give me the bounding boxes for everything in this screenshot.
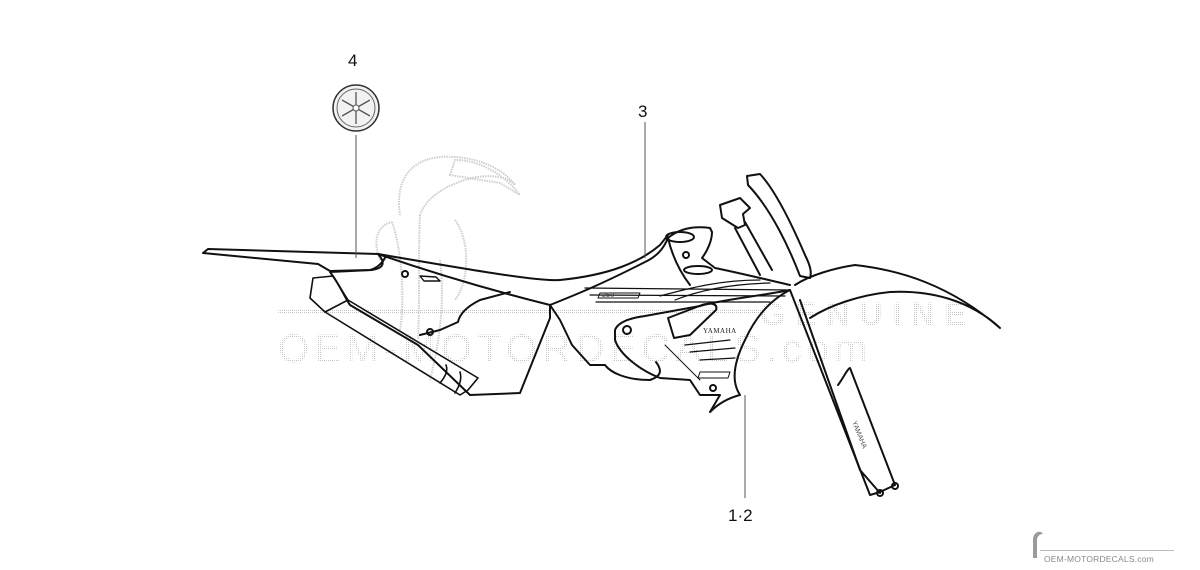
front-fender <box>794 264 1001 329</box>
toucan-logo-icon <box>1033 531 1043 558</box>
radiator-shroud <box>614 289 791 413</box>
rear-fender <box>202 248 387 272</box>
tuning-fork-emblem-icon <box>332 84 380 132</box>
side-panel <box>329 253 551 396</box>
fork-leg <box>789 289 899 497</box>
watermark: GENUINE OEM-MOTORDECALS.com <box>278 155 966 381</box>
callout-4: 4 <box>348 51 358 70</box>
front-number-plate <box>719 173 812 279</box>
muffler <box>309 275 479 396</box>
fork-brand-text: YAMAHA <box>850 420 867 450</box>
leader-lines <box>355 122 746 498</box>
callout-3: 3 <box>638 102 648 121</box>
footer-rule <box>1040 550 1174 551</box>
footer-brand-logo: OEM-MOTORDECALS.com <box>1030 528 1200 568</box>
watermark-brand-text: OEM-MOTORDECALS.com <box>278 327 872 371</box>
seat-outline <box>377 234 669 282</box>
watermark-rule <box>278 309 766 314</box>
model-number-text: 250 <box>602 292 615 299</box>
tank-shroud <box>549 226 791 381</box>
footer-brand-text: OEM-MOTORDECALS.com <box>1044 554 1154 564</box>
shroud-brand-text: YAMAHA <box>703 327 737 335</box>
callout-1-2: 1·2 <box>728 506 753 525</box>
